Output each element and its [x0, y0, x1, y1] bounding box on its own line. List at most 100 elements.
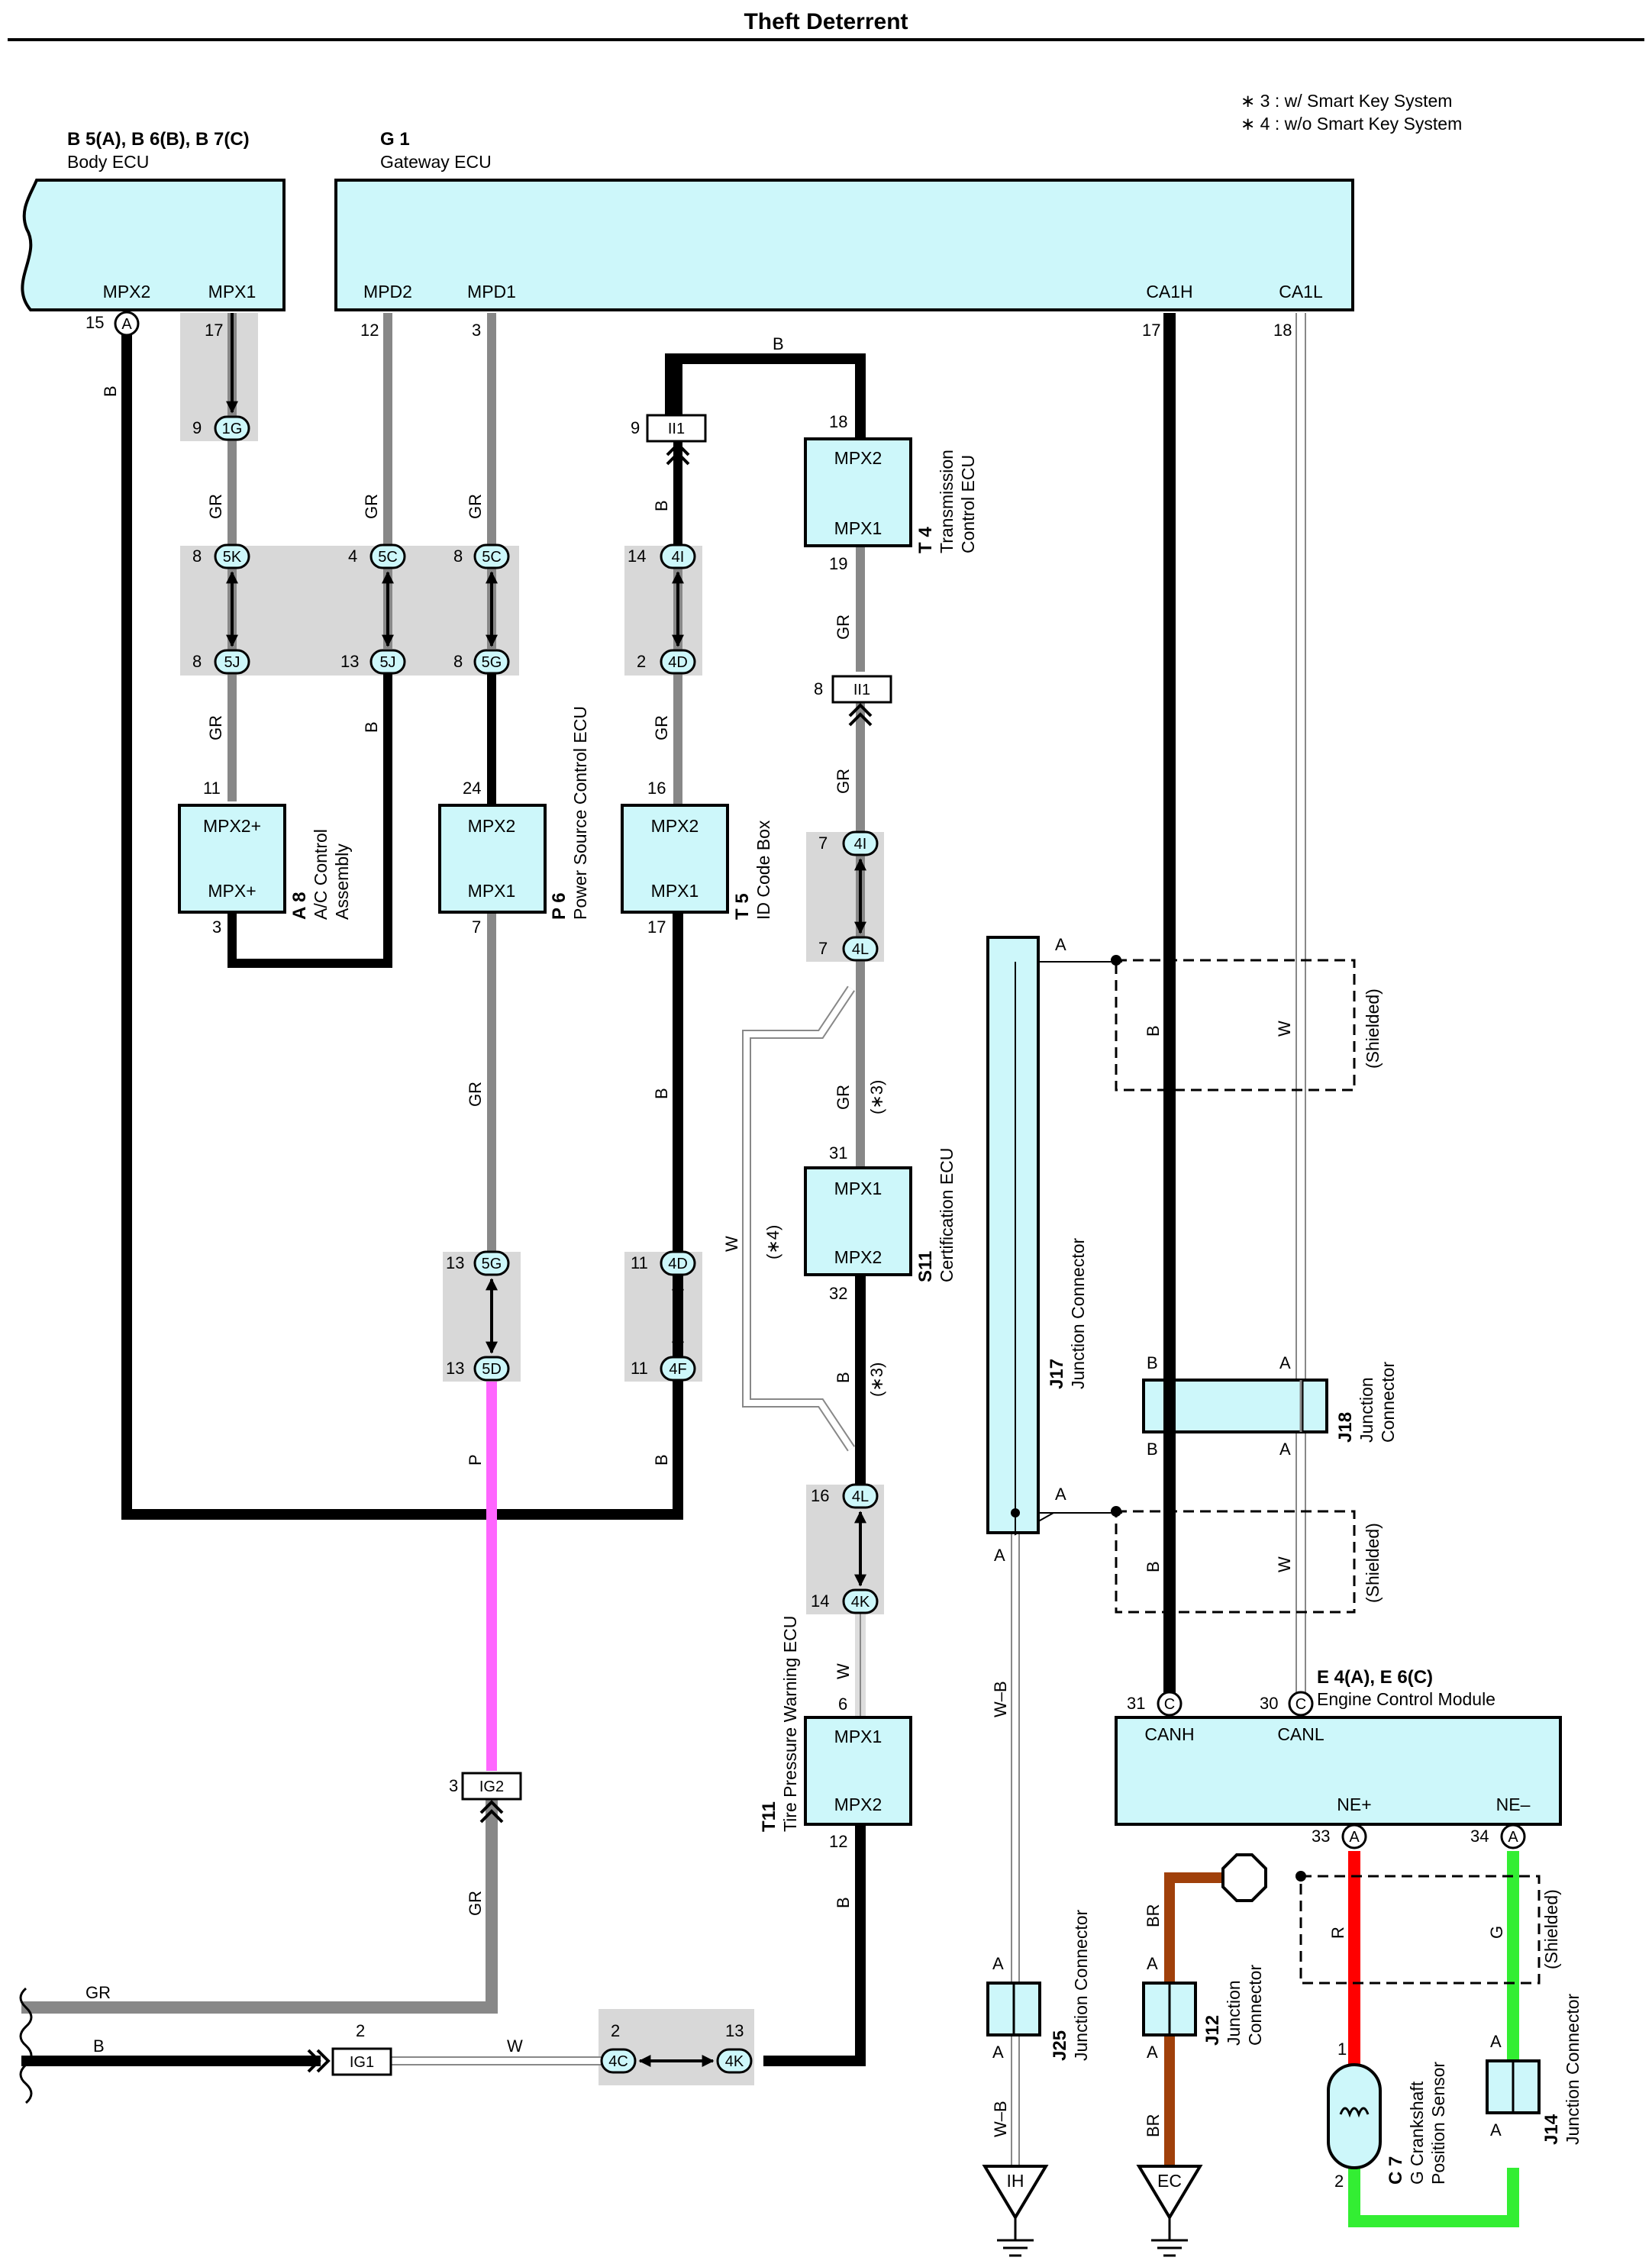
svg-text:4L: 4L	[852, 1488, 869, 1505]
j18-junction-connector: B A B A J18 Junction Connector	[1142, 1353, 1398, 1459]
svg-text:1: 1	[1337, 2040, 1347, 2059]
j25-name: Junction Connector	[1071, 1909, 1091, 2061]
svg-text:A: A	[1490, 2032, 1502, 2051]
circle-connectors: A C C A A	[114, 311, 1526, 1849]
svg-text:B: B	[1144, 1561, 1163, 1572]
certification-ecu: MPX1 MPX2 S11 Certification ECU	[804, 1148, 957, 1282]
shielded-label-1: (Shielded)	[1363, 988, 1383, 1069]
svg-text:GR: GR	[466, 494, 485, 519]
svg-text:14: 14	[811, 1591, 829, 1611]
connector-pills: 1G 5K 5J 5C 5J 5C 5G 4I 4D 4I 4L 5G 5D 4…	[214, 415, 879, 2074]
svg-text:8: 8	[814, 679, 823, 698]
tpw-code: T11	[759, 1801, 779, 1832]
svg-text:2: 2	[1334, 2172, 1344, 2191]
body-ecu: B 5(A), B 6(B), B 7(C) Body ECU MPX2 MPX…	[21, 129, 286, 311]
crank-name2: Position Sensor	[1428, 2062, 1448, 2185]
svg-text:GR: GR	[86, 1983, 111, 2002]
svg-text:B: B	[93, 2036, 105, 2056]
svg-text:A: A	[992, 2043, 1004, 2062]
gateway-ecu-code: G 1	[380, 129, 410, 150]
tpw-name: Tire Pressure Warning ECU	[780, 1616, 800, 1832]
svg-text:24: 24	[463, 779, 481, 798]
ac-pin-mpx2plus: MPX2+	[203, 816, 261, 836]
j18-pin-a-top: A	[1279, 1353, 1291, 1372]
svg-text:A: A	[1508, 1829, 1518, 1846]
shielded-label-3: (Shielded)	[1541, 1889, 1561, 1969]
svg-text:GR: GR	[206, 715, 225, 740]
j18-pin-b-bottom: B	[1147, 1440, 1158, 1459]
ac-control-assembly: MPX2+ MPX+ A 8 A/C Control Assembly	[178, 804, 352, 920]
svg-text:30: 30	[1260, 1694, 1278, 1713]
svg-text:5C: 5C	[482, 549, 502, 566]
svg-text:GR: GR	[834, 1085, 853, 1110]
splice-octagon	[1221, 1853, 1267, 1902]
j17-code: J17	[1047, 1359, 1067, 1389]
svg-text:A: A	[1147, 2043, 1158, 2062]
svg-text:4K: 4K	[851, 1594, 870, 1611]
svg-text:B: B	[652, 500, 671, 511]
svg-text:W: W	[507, 2036, 523, 2056]
body-ecu-code: B 5(A), B 6(B), B 7(C)	[67, 129, 250, 150]
ps-pin-mpx1: MPX1	[468, 881, 516, 901]
crank-name: Crankshaft	[1407, 2081, 1427, 2166]
svg-text:4L: 4L	[852, 941, 869, 958]
svg-text:4K: 4K	[725, 2053, 744, 2070]
gateway-pin-ca1l: CA1L	[1279, 282, 1323, 302]
svg-text:5J: 5J	[379, 654, 395, 671]
svg-text:9: 9	[192, 418, 202, 437]
j17-pin-a-top: A	[1055, 935, 1066, 954]
svg-text:C: C	[1295, 1696, 1306, 1713]
svg-text:(∗3): (∗3)	[867, 1080, 886, 1114]
svg-text:4I: 4I	[672, 549, 685, 566]
ecm-name: Engine Control Module	[1317, 1689, 1496, 1709]
svg-text:W–B: W–B	[991, 2101, 1010, 2137]
svg-text:IG2: IG2	[479, 1778, 504, 1795]
svg-text:2: 2	[356, 2021, 365, 2040]
svg-text:8: 8	[453, 652, 463, 671]
svg-text:(∗3): (∗3)	[867, 1362, 886, 1397]
svg-text:31: 31	[829, 1143, 847, 1163]
svg-text:5C: 5C	[378, 549, 398, 566]
svg-text:4D: 4D	[668, 654, 688, 671]
tpw-pin-mpx1: MPX1	[834, 1727, 882, 1746]
break-marks	[19, 1987, 33, 2104]
svg-text:P: P	[466, 1454, 485, 1466]
svg-text:W: W	[722, 1236, 741, 1252]
j12-junction-connector: A A J12 Junction Connector	[1142, 1954, 1265, 2062]
svg-text:W: W	[834, 1663, 853, 1679]
svg-text:C: C	[1164, 1696, 1175, 1713]
svg-text:34: 34	[1470, 1827, 1489, 1846]
svg-text:B: B	[1144, 1025, 1163, 1037]
svg-text:6: 6	[838, 1695, 847, 1714]
svg-text:II1: II1	[853, 682, 870, 698]
diagram-title: Theft Deterrent	[744, 9, 908, 34]
svg-text:5G: 5G	[482, 1256, 502, 1272]
svg-text:5G: 5G	[482, 654, 502, 671]
ecm-pin-canh: CANH	[1144, 1724, 1194, 1744]
ecm-pin-neplus: NE+	[1337, 1795, 1371, 1814]
transmission-control-ecu: MPX2 MPX1 T 4 Transmission Control ECU	[804, 437, 978, 553]
svg-text:W–B: W–B	[991, 1681, 1010, 1717]
svg-text:GR: GR	[466, 1082, 485, 1107]
svg-text:7: 7	[472, 917, 481, 937]
svg-text:BR: BR	[1144, 2114, 1163, 2137]
svg-text:4C: 4C	[608, 2053, 628, 2070]
gateway-ecu: G 1 Gateway ECU MPD2 MPD1 CA1H CA1L	[334, 129, 1354, 311]
idbox-pin-mpx1: MPX1	[651, 881, 699, 901]
svg-text:A: A	[1147, 1954, 1158, 1973]
svg-text:GR: GR	[466, 1891, 485, 1916]
svg-text:18: 18	[829, 412, 847, 431]
svg-text:B: B	[652, 1088, 671, 1099]
svg-text:18: 18	[1273, 321, 1292, 340]
svg-text:A: A	[1349, 1829, 1360, 1846]
cert-code: S11	[915, 1251, 936, 1282]
idbox-pin-mpx2: MPX2	[651, 816, 699, 836]
svg-text:9: 9	[631, 418, 640, 437]
svg-text:B: B	[362, 721, 381, 733]
cert-name: Certification ECU	[937, 1148, 957, 1282]
svg-text:11: 11	[631, 1253, 648, 1272]
ecm-pin-canl: CANL	[1277, 1724, 1325, 1744]
svg-text:12: 12	[829, 1832, 847, 1851]
svg-text:17: 17	[1142, 321, 1160, 340]
